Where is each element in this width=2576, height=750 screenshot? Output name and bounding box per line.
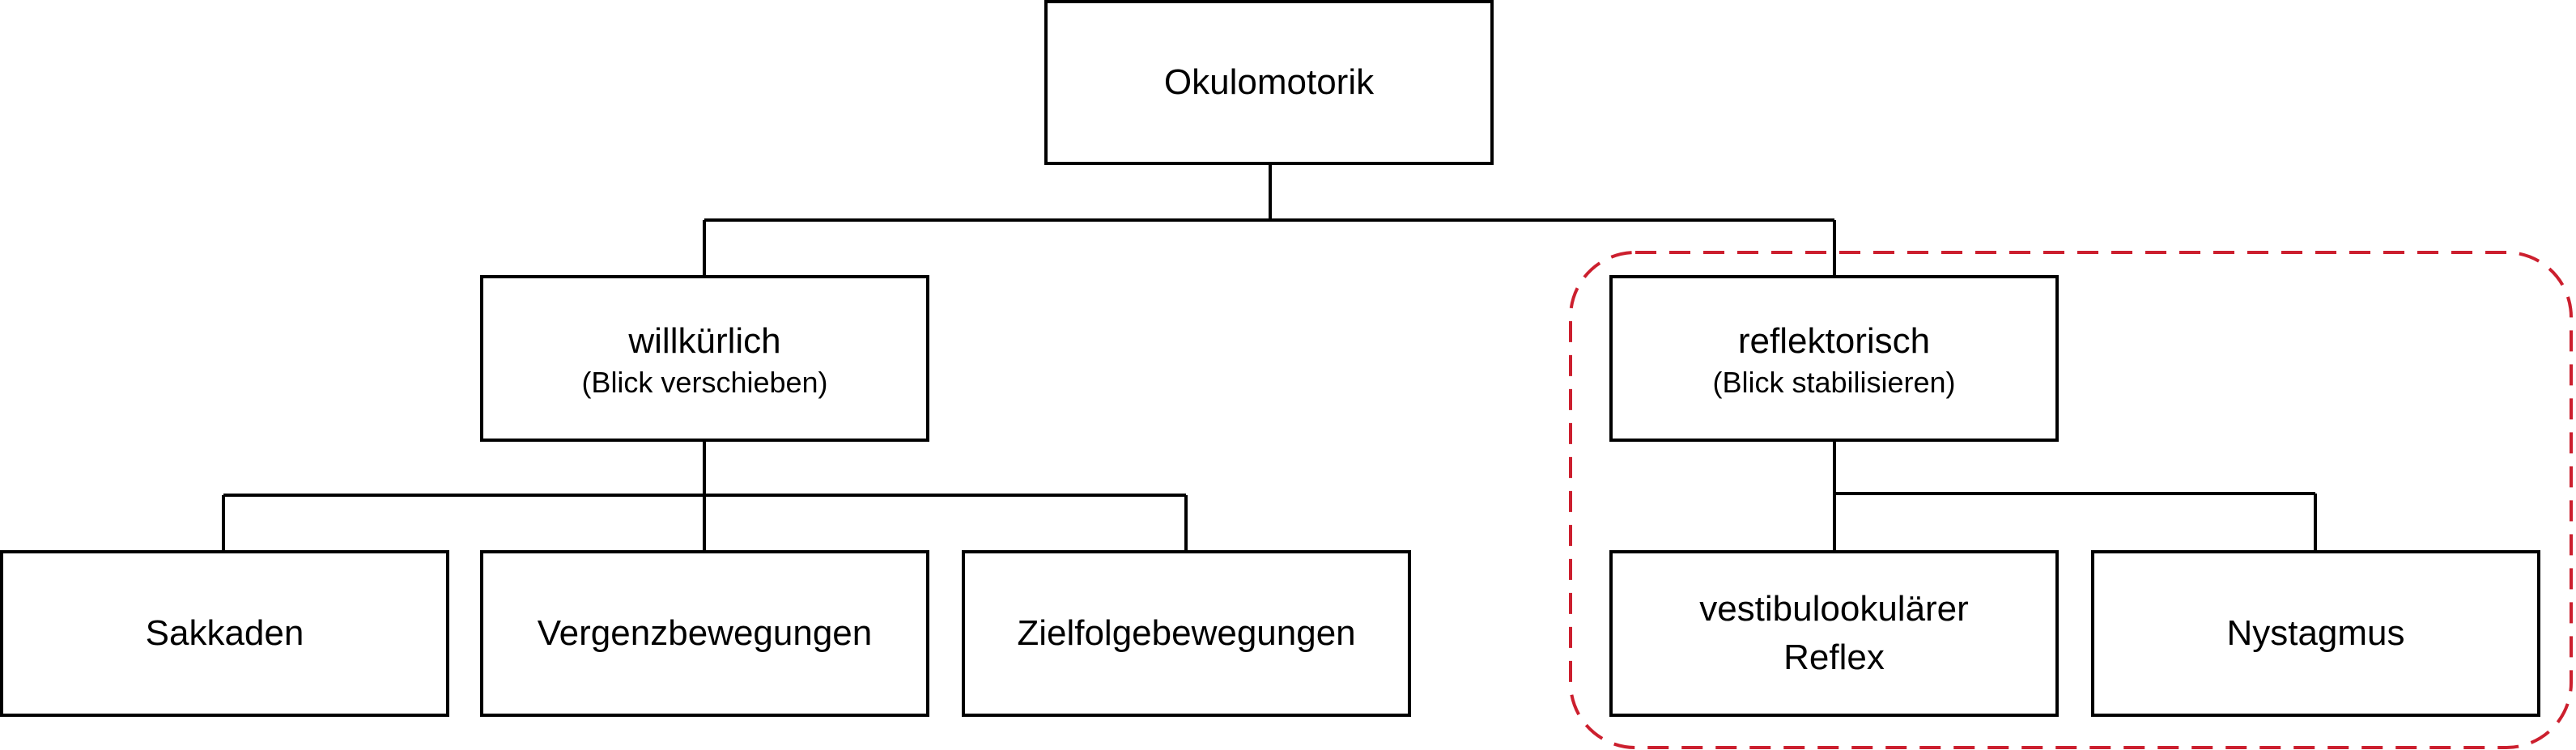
- node-willkuerlich: willkürlich (Blick verschieben): [480, 275, 929, 442]
- node-reflektorisch-sublabel: (Blick stabilisieren): [1712, 366, 1956, 399]
- node-sakkaden: Sakkaden: [0, 550, 449, 717]
- node-willkuerlich-sublabel: (Blick verschieben): [581, 366, 828, 399]
- node-vergenzbewegungen-label: Vergenzbewegungen: [537, 613, 873, 653]
- node-vor-label-line1: vestibulookulärer: [1699, 589, 1969, 629]
- node-zielfolgebewegungen: Zielfolgebewegungen: [962, 550, 1411, 717]
- node-nystagmus-label: Nystagmus: [2226, 613, 2405, 653]
- node-reflektorisch: reflektorisch (Blick stabilisieren): [1609, 275, 2059, 442]
- node-nystagmus: Nystagmus: [2091, 550, 2540, 717]
- node-vestibulookulaerer-reflex: vestibulookulärer Reflex: [1609, 550, 2059, 717]
- node-willkuerlich-label: willkürlich: [628, 321, 781, 361]
- node-reflektorisch-label: reflektorisch: [1737, 321, 1931, 361]
- node-zielfolgebewegungen-label: Zielfolgebewegungen: [1017, 613, 1356, 653]
- node-vergenzbewegungen: Vergenzbewegungen: [480, 550, 929, 717]
- reflexive-highlight-frame: [1569, 251, 2573, 749]
- node-sakkaden-label: Sakkaden: [145, 613, 304, 653]
- node-vor-label-line2: Reflex: [1783, 638, 1885, 677]
- node-okulomotorik: Okulomotorik: [1044, 0, 1494, 165]
- node-okulomotorik-label: Okulomotorik: [1163, 62, 1375, 102]
